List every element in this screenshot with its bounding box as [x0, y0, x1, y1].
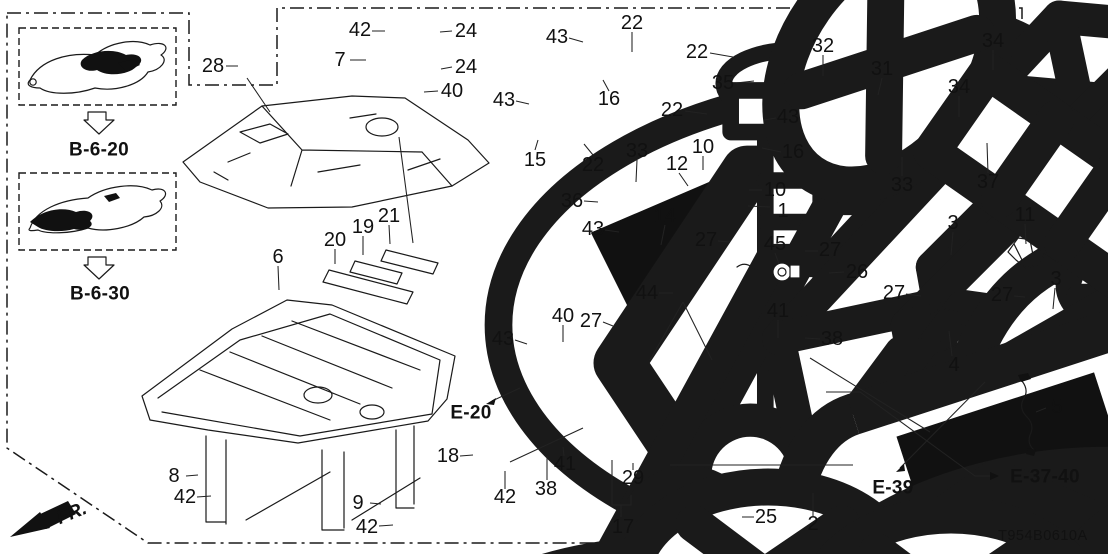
callout-18-51: 18	[436, 445, 460, 467]
callout-27-49: 27	[579, 310, 603, 332]
callout-e-20-66: E-20	[450, 402, 492, 424]
down-arrow-b630	[83, 256, 115, 280]
battery-tray-art	[141, 299, 456, 531]
callout-27-33: 27	[818, 239, 842, 261]
callout-42-52: 42	[493, 486, 517, 508]
callout-38-53: 38	[534, 478, 558, 500]
fastener-parts-art	[497, 0, 1108, 554]
callout-7-3: 7	[334, 49, 346, 71]
callout-33-18: 33	[890, 174, 914, 196]
diagram-part-code: T954B0610A	[998, 528, 1088, 544]
callout-32-14: 32	[811, 35, 835, 57]
callout-22-7: 22	[620, 12, 644, 34]
callout-42-58: 42	[173, 486, 197, 508]
callout-42-1: 42	[348, 19, 372, 41]
callout-b-6-20-64: B-6-20	[69, 139, 129, 161]
callout-40-48: 40	[551, 305, 575, 327]
callout-25-61: 25	[754, 506, 778, 528]
callout-19-45: 19	[351, 216, 375, 238]
callout-43-29: 43	[581, 218, 605, 240]
leader-lines	[185, 30, 1056, 527]
callout-40-5: 40	[440, 80, 464, 102]
callout-4-43: 4	[948, 354, 960, 376]
callout-33-23: 33	[625, 140, 649, 162]
callout-22-20: 22	[660, 99, 684, 121]
callout-34-17: 34	[947, 76, 971, 98]
callout-e-39-67: E-39	[872, 477, 914, 499]
callout-38-37: 38	[820, 328, 844, 350]
callout-2-62: 2	[807, 513, 819, 535]
callout-41-54: 41	[553, 453, 577, 475]
callout-21-46: 21	[377, 205, 401, 227]
callout-9-59: 9	[352, 492, 364, 514]
callout-e-37-40-68: E-37-40	[1010, 466, 1080, 488]
cable-5-art	[1018, 373, 1036, 456]
callout-b-6-30-65: B-6-30	[70, 283, 130, 305]
callout-26-34: 26	[845, 261, 869, 283]
callout-6-47: 6	[272, 246, 284, 268]
callout-29-55: 29	[621, 467, 645, 489]
callout-28-0: 28	[201, 55, 225, 77]
callout-44-35: 44	[635, 282, 659, 304]
callout-34-16: 34	[981, 30, 1005, 52]
ref-box-b630	[18, 172, 177, 280]
callout-45-32: 45	[763, 233, 787, 255]
callout-11-40: 11	[1014, 204, 1036, 226]
callout-27-38: 27	[882, 282, 906, 304]
callout-3-42: 3	[1050, 268, 1062, 290]
down-arrow-b620	[83, 111, 115, 135]
callout-24-4: 24	[454, 56, 478, 78]
callout-31-15: 31	[870, 58, 894, 80]
callout-43-6: 43	[545, 26, 569, 48]
callout-3-39: 3	[947, 212, 959, 234]
callout-27-41: 27	[990, 284, 1014, 306]
callout-1-28: 1	[777, 200, 789, 222]
callout-43-21: 43	[776, 106, 800, 128]
callout-12-25: 12	[665, 153, 689, 175]
callout-36-26: 36	[560, 190, 584, 212]
callout-14-30: 14	[653, 205, 677, 227]
callout-17-56: 17	[611, 516, 635, 538]
bracket-4-art	[926, 307, 964, 351]
callout-22-11: 22	[581, 154, 605, 176]
callout-27-31: 27	[694, 229, 718, 251]
battery-cover-art	[182, 95, 490, 209]
ref-box-b620	[18, 27, 177, 135]
callout-43-50: 43	[491, 328, 515, 350]
fr-arrow	[10, 501, 76, 537]
callout-10-24: 10	[691, 136, 715, 158]
callout-24-2: 24	[454, 20, 478, 42]
sensor-45-art	[736, 262, 801, 282]
callout-16-22: 16	[781, 141, 805, 163]
callout-15-10: 15	[523, 149, 547, 171]
callout-5-63: 5	[1051, 396, 1063, 418]
callout-35-13: 35	[711, 72, 735, 94]
callout-8-57: 8	[168, 465, 180, 487]
callout-42-60: 42	[355, 516, 379, 538]
callout-37-19: 37	[976, 171, 1000, 193]
callout-43-9: 43	[492, 89, 516, 111]
callout-41-36: 41	[766, 300, 790, 322]
callout-22-12: 22	[685, 41, 709, 63]
callout-10-27: 10	[763, 179, 787, 201]
callout-20-44: 20	[323, 229, 347, 251]
caution-labels-art	[322, 249, 439, 305]
callout-16-8: 16	[597, 88, 621, 110]
